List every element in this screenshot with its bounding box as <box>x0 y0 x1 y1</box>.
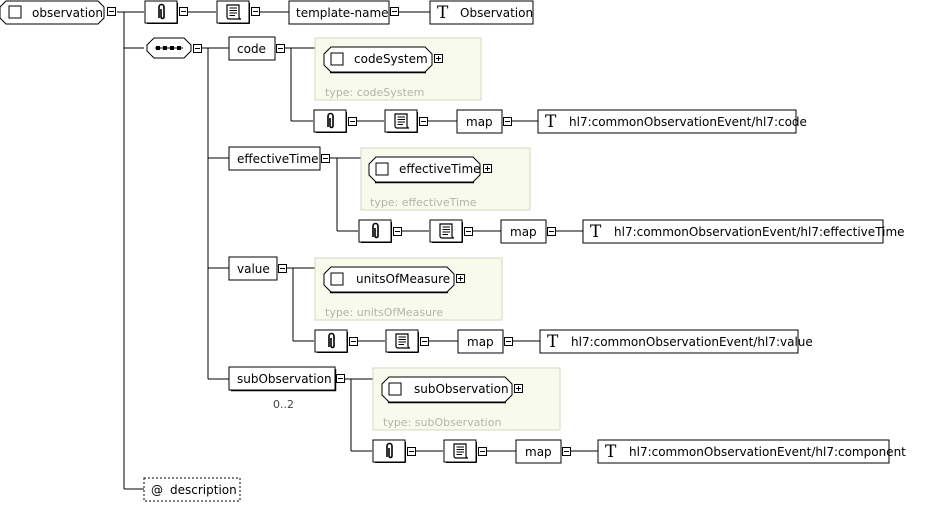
element-effectivetime[interactable]: effectiveTime <box>228 146 321 171</box>
collapse-icon[interactable] <box>278 264 287 273</box>
root-element-label: observation <box>32 6 103 20</box>
element-icon <box>330 272 344 286</box>
type-element-codesystem[interactable]: codeSystem <box>323 46 433 74</box>
collapse-icon[interactable] <box>393 227 402 236</box>
attribute-label: description <box>170 483 237 497</box>
map-value-label: hl7:commonObservationEvent/hl7:component <box>629 445 906 459</box>
map-value-label: hl7:commonObservationEvent/hl7:effective… <box>614 225 905 239</box>
map-value-node[interactable]: T hl7:commonObservationEvent/hl7:value <box>539 329 813 354</box>
element-label: effectiveTime <box>237 152 319 166</box>
element-icon <box>330 52 344 66</box>
map-node[interactable]: map <box>515 439 562 464</box>
type-label: type: effectiveTime <box>370 196 477 209</box>
type-panel-codesystem: codeSystem type: codeSystem <box>314 37 482 101</box>
collapse-icon[interactable] <box>251 7 260 16</box>
type-panel-subobservation: subObservation type: subObservation <box>372 367 561 431</box>
collapse-icon[interactable] <box>390 7 399 16</box>
text-type-icon: T <box>547 332 559 352</box>
documentation-icon[interactable] <box>443 439 477 463</box>
expand-icon[interactable] <box>514 384 523 393</box>
element-value[interactable]: value <box>228 256 278 281</box>
occurrence-label: 0..2 <box>273 398 294 411</box>
collapse-icon[interactable] <box>349 337 358 346</box>
collapse-icon[interactable] <box>420 337 429 346</box>
element-subobservation[interactable]: subObservation <box>228 366 337 392</box>
element-icon <box>375 162 389 176</box>
appinfo-icon[interactable] <box>314 329 348 353</box>
element-label: value <box>237 262 270 276</box>
map-value-label: hl7:commonObservationEvent/hl7:value <box>571 335 813 349</box>
documentation-icon[interactable] <box>385 329 419 353</box>
appinfo-icon[interactable] <box>313 109 347 133</box>
map-label: map <box>466 115 493 129</box>
documentation-icon[interactable] <box>384 109 418 133</box>
element-label: code <box>237 42 266 56</box>
element-label: subObservation <box>237 372 332 386</box>
map-node[interactable]: map <box>457 329 504 354</box>
map-value-node[interactable]: T hl7:commonObservationEvent/hl7:compone… <box>597 439 906 464</box>
collapse-icon[interactable] <box>348 117 357 126</box>
map-label: map <box>510 225 537 239</box>
map-label: map <box>467 335 494 349</box>
type-label: type: unitsOfMeasure <box>325 306 443 319</box>
type-element-label: effectiveTime <box>399 162 481 176</box>
expand-icon[interactable] <box>483 164 492 173</box>
text-type-icon: T <box>605 442 617 462</box>
element-icon <box>388 382 402 396</box>
map-value-label: hl7:commonObservationEvent/hl7:code <box>569 115 807 129</box>
template-name-label: template-name <box>296 6 389 20</box>
type-element-effectivetime[interactable]: effectiveTime <box>368 156 481 184</box>
type-label: type: subObservation <box>383 416 501 429</box>
fixed-value-node[interactable]: T Observation <box>429 0 534 25</box>
type-element-label: unitsOfMeasure <box>356 272 450 286</box>
map-label: map <box>525 445 552 459</box>
collapse-icon[interactable] <box>179 7 188 16</box>
expand-icon[interactable] <box>456 274 465 283</box>
type-element-label: codeSystem <box>354 52 428 66</box>
collapse-icon[interactable] <box>478 447 487 456</box>
attribute-description[interactable]: @ description <box>143 477 241 502</box>
attribute-icon: @ <box>151 483 163 497</box>
appinfo-icon[interactable] <box>358 219 392 243</box>
map-value-node[interactable]: T hl7:commonObservationEvent/hl7:code <box>537 109 807 134</box>
collapse-icon[interactable] <box>503 117 512 126</box>
type-element-subobservation[interactable]: subObservation <box>381 376 513 404</box>
collapse-icon[interactable] <box>547 227 556 236</box>
element-code[interactable]: code <box>228 36 276 61</box>
collapse-icon[interactable] <box>562 447 571 456</box>
type-element-label: subObservation <box>414 382 509 396</box>
collapse-icon[interactable] <box>336 374 345 383</box>
connector-lines <box>117 11 598 490</box>
collapse-icon[interactable] <box>464 227 473 236</box>
type-panel-unitsofmeasure: unitsOfMeasure type: unitsOfMeasure <box>314 257 503 321</box>
map-value-node[interactable]: T hl7:commonObservationEvent/hl7:effecti… <box>582 219 905 244</box>
collapse-icon[interactable] <box>276 44 285 53</box>
collapse-icon[interactable] <box>407 447 416 456</box>
element-icon <box>8 5 22 19</box>
type-label: type: codeSystem <box>325 86 424 99</box>
map-node[interactable]: map <box>500 219 547 244</box>
type-panel-effectivetime: effectiveTime type: effectiveTime <box>360 147 531 211</box>
documentation-icon[interactable] <box>429 219 463 243</box>
template-name-node[interactable]: template-name <box>288 0 390 25</box>
expand-icon[interactable] <box>434 54 443 63</box>
text-type-icon: T <box>545 112 557 132</box>
appinfo-icon[interactable] <box>372 439 406 463</box>
root-element-observation[interactable]: observation <box>0 0 105 25</box>
map-node[interactable]: map <box>456 109 503 134</box>
collapse-icon[interactable] <box>419 117 428 126</box>
sequence-icon[interactable] <box>146 37 192 59</box>
collapse-icon[interactable] <box>321 154 330 163</box>
collapse-icon[interactable] <box>193 44 202 53</box>
documentation-icon[interactable] <box>216 0 250 24</box>
text-type-icon: T <box>590 222 602 242</box>
collapse-icon[interactable] <box>107 7 116 16</box>
text-type-icon: T <box>437 3 449 23</box>
fixed-value-label: Observation <box>460 6 533 20</box>
appinfo-icon[interactable] <box>144 0 178 24</box>
collapse-icon[interactable] <box>504 337 513 346</box>
type-element-unitsofmeasure[interactable]: unitsOfMeasure <box>323 266 455 294</box>
